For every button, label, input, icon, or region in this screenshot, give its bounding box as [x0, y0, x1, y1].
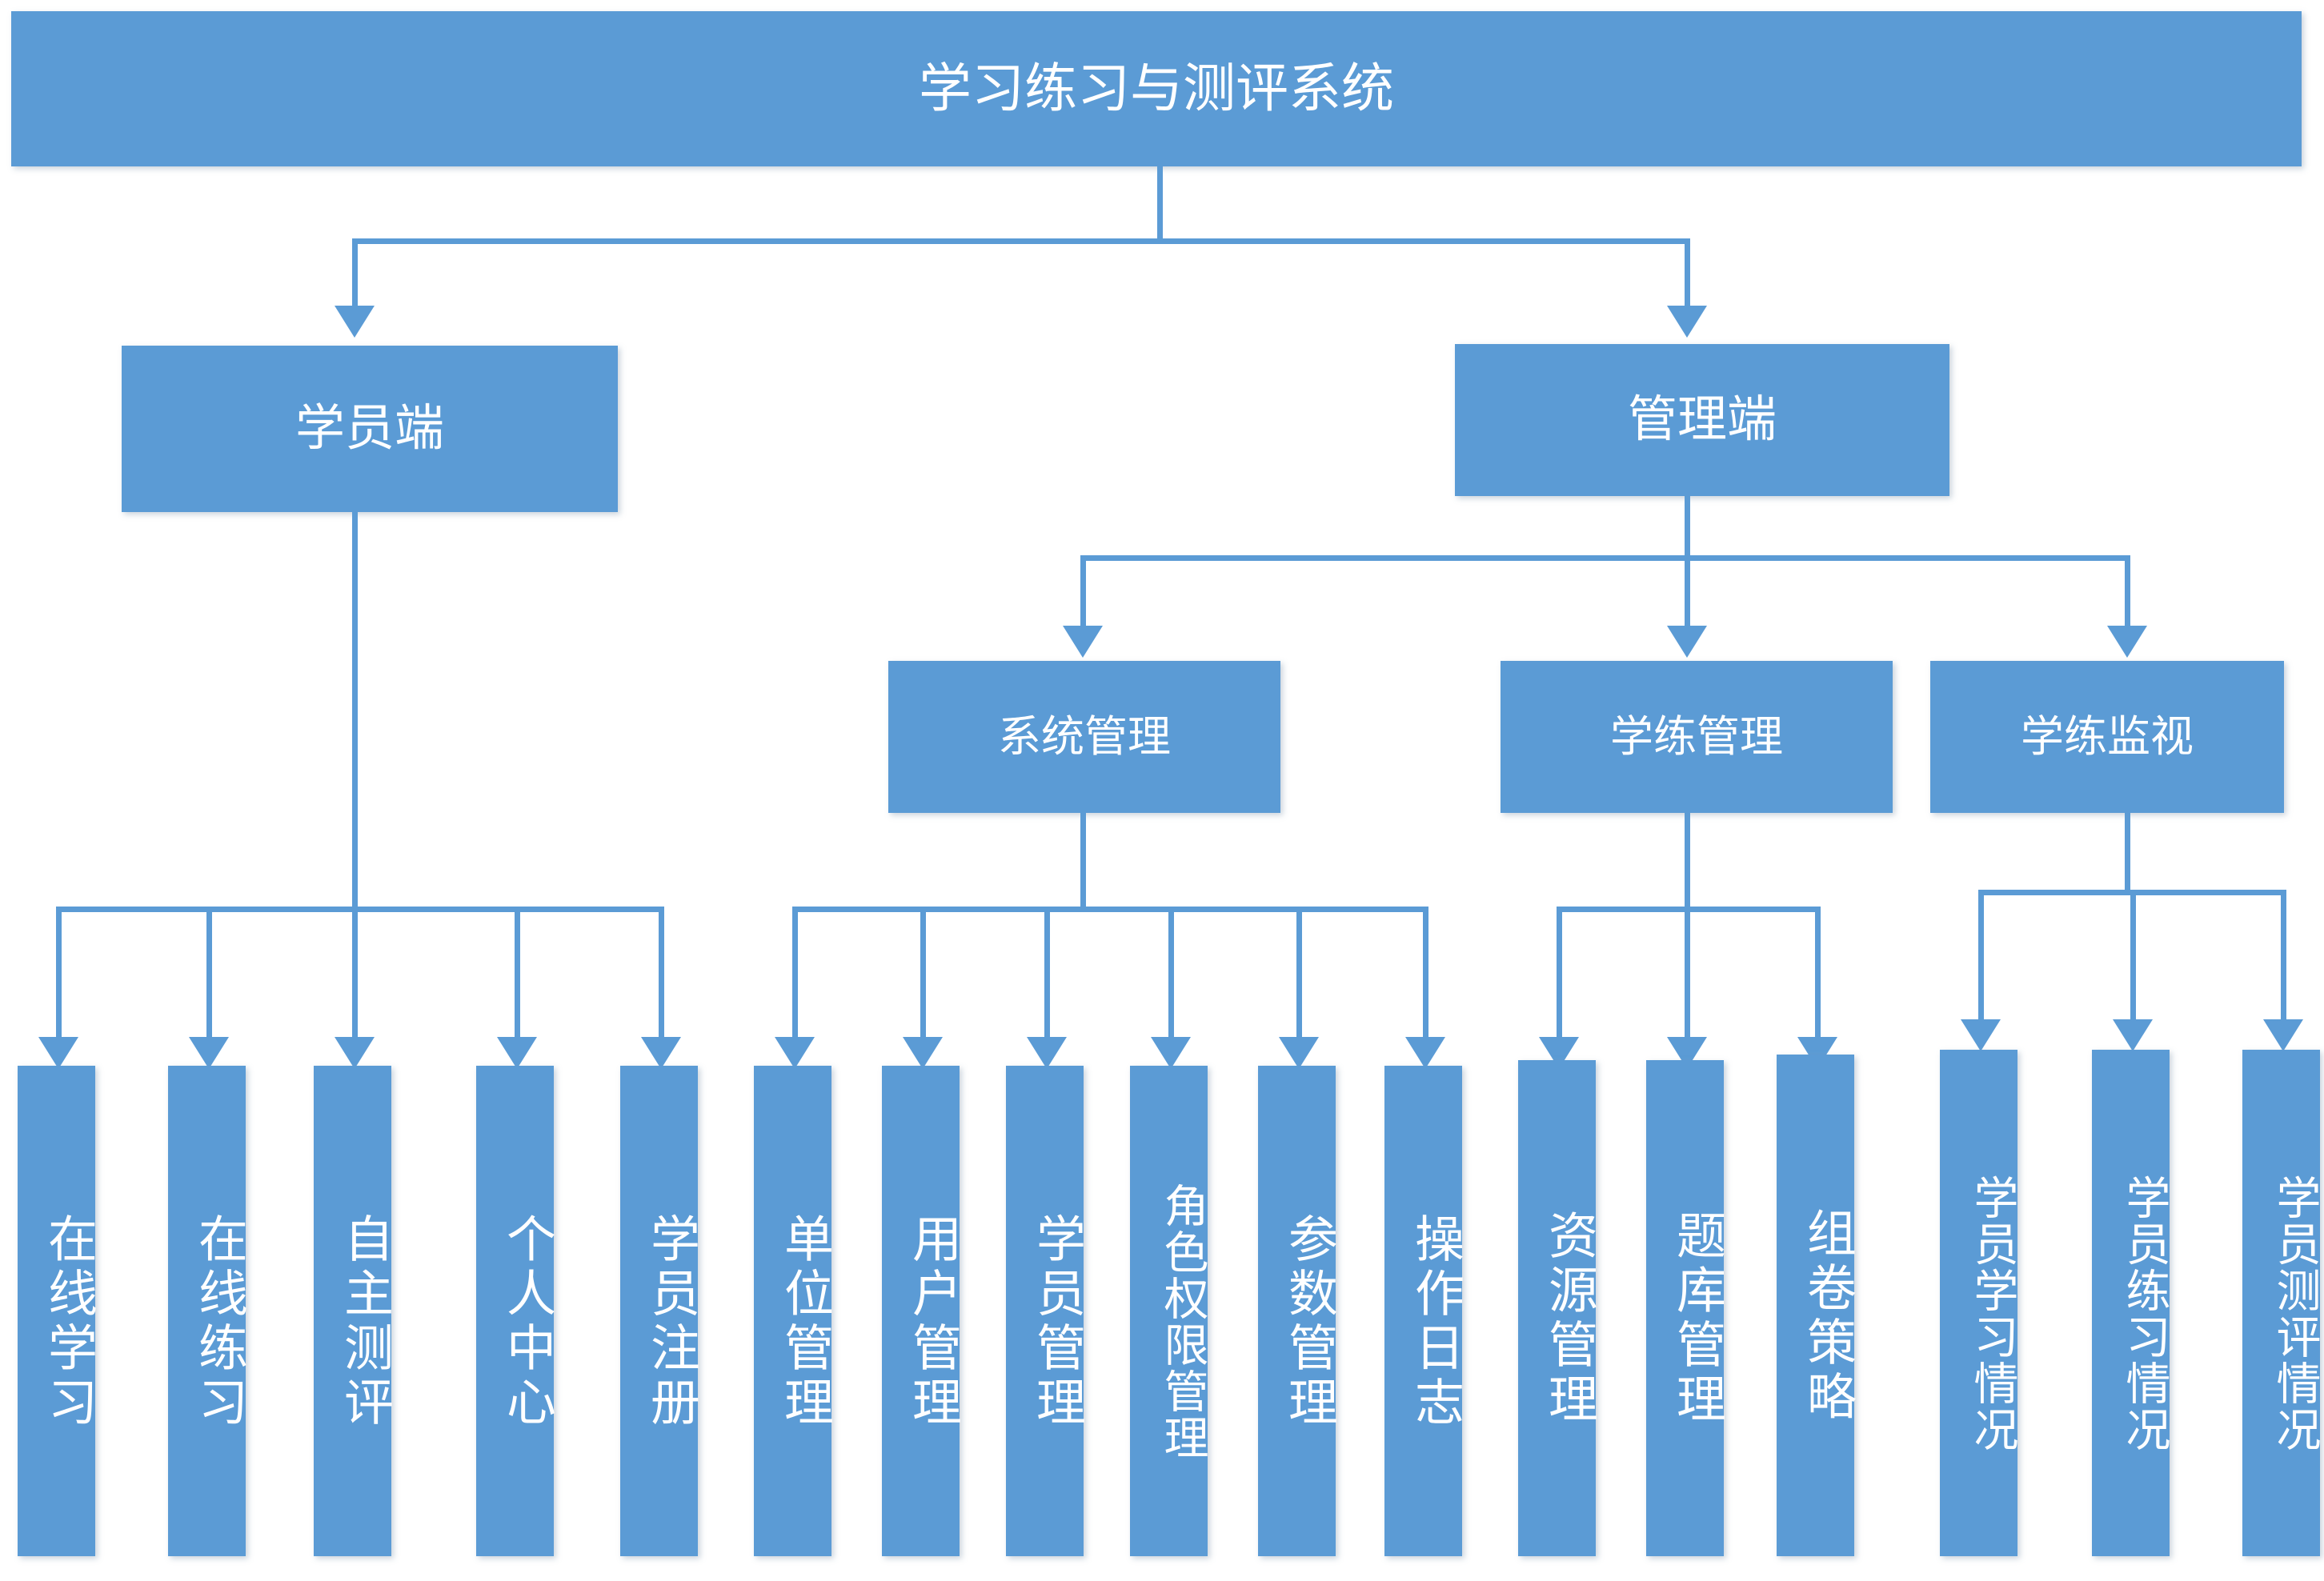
arrowhead-online-practice	[189, 1037, 229, 1069]
connector-learning-management-stem	[1685, 813, 1690, 912]
connector-drop-student-practice-status	[2130, 890, 2136, 1034]
connector-drop-self-assessment	[352, 907, 358, 1052]
connector-drop-online-study	[56, 907, 62, 1052]
leaf-online-study[interactable]: 在线学习	[18, 1066, 95, 1556]
connector-to-system-management	[1080, 555, 1086, 629]
arrowhead-personal-center	[497, 1037, 537, 1069]
arrowhead-student-management	[1027, 1037, 1067, 1069]
connector-learning-monitoring-stem	[2125, 813, 2130, 895]
arrowhead-student-assessment-status	[2263, 1019, 2303, 1051]
node-student-client[interactable]: 学员端	[122, 346, 618, 512]
arrowhead-student-client	[335, 306, 375, 338]
root-node-learning-practice-assessment-system[interactable]: 学习练习与测评系统	[11, 11, 2302, 166]
arrowhead-self-assessment	[335, 1037, 375, 1069]
connector-drop-paper-composition-strategy	[1815, 907, 1821, 1052]
node-learning-management[interactable]: 学练管理	[1501, 661, 1893, 813]
connector-to-admin-client	[1685, 238, 1690, 309]
leaf-parameter-management[interactable]: 参数管理	[1258, 1066, 1336, 1556]
connector-drop-question-bank-management	[1685, 907, 1690, 1052]
leaf-online-practice[interactable]: 在线练习	[168, 1066, 246, 1556]
arrowhead-operation-log	[1405, 1037, 1445, 1069]
arrowhead-learning-management	[1667, 626, 1707, 658]
leaf-student-management[interactable]: 学员管理	[1006, 1066, 1084, 1556]
leaf-personal-center[interactable]: 个人中心	[476, 1066, 554, 1556]
connector-drop-role-permission-management	[1168, 907, 1174, 1052]
arrowhead-unit-management	[775, 1037, 815, 1069]
arrowhead-role-permission-management	[1151, 1037, 1191, 1069]
connector-to-learning-management	[1685, 555, 1690, 629]
leaf-paper-composition-strategy[interactable]: 组卷策略	[1777, 1055, 1854, 1556]
arrowhead-admin-client	[1667, 306, 1707, 338]
connector-to-learning-monitoring	[2125, 555, 2130, 629]
connector-drop-online-practice	[206, 907, 212, 1052]
connector-leaf-bus-system-management	[792, 907, 1424, 912]
node-learning-monitoring[interactable]: 学练监视	[1930, 661, 2284, 813]
connector-drop-student-study-status	[1978, 890, 1984, 1034]
leaf-operation-log[interactable]: 操作日志	[1384, 1066, 1462, 1556]
arrowhead-online-study	[38, 1037, 78, 1069]
arrowhead-learning-monitoring	[2107, 626, 2147, 658]
connector-drop-user-management	[920, 907, 926, 1052]
connector-drop-student-assessment-status	[2281, 890, 2286, 1034]
leaf-question-bank-management[interactable]: 题库管理	[1646, 1060, 1724, 1556]
arrowhead-student-study-status	[1961, 1019, 2001, 1051]
connector-root-bus	[352, 238, 1690, 244]
node-system-management[interactable]: 系统管理	[888, 661, 1280, 813]
connector-to-student-client	[352, 238, 358, 309]
connector-drop-resource-management	[1557, 907, 1562, 1052]
arrowhead-student-practice-status	[2113, 1019, 2153, 1051]
arrowhead-user-management	[903, 1037, 943, 1069]
connector-level2-bus	[1080, 555, 2130, 561]
leaf-student-assessment-status[interactable]: 学员测评情况	[2242, 1050, 2321, 1556]
arrowhead-student-registration	[641, 1037, 681, 1069]
connector-drop-student-registration	[659, 907, 664, 1052]
connector-drop-personal-center	[515, 907, 520, 1052]
leaf-student-registration[interactable]: 学员注册	[620, 1066, 698, 1556]
connector-system-management-stem	[1080, 813, 1086, 912]
connector-drop-unit-management	[792, 907, 798, 1052]
connector-drop-operation-log	[1423, 907, 1428, 1052]
connector-drop-student-management	[1044, 907, 1050, 1052]
leaf-student-study-status[interactable]: 学员学习情况	[1940, 1050, 2018, 1556]
leaf-resource-management[interactable]: 资源管理	[1518, 1060, 1596, 1556]
leaf-student-practice-status[interactable]: 学员练习情况	[2092, 1050, 2170, 1556]
connector-leaf-bus-student-client	[56, 907, 664, 912]
arrowhead-system-management	[1063, 626, 1103, 658]
leaf-self-assessment[interactable]: 自主测评	[314, 1066, 391, 1556]
node-admin-client[interactable]: 管理端	[1455, 344, 1949, 496]
leaf-role-permission-management[interactable]: 角色权限管理	[1130, 1066, 1208, 1556]
leaf-unit-management[interactable]: 单位管理	[754, 1066, 831, 1556]
connector-admin-client-stem	[1685, 496, 1690, 560]
arrowhead-parameter-management	[1279, 1037, 1319, 1069]
connector-drop-parameter-management	[1296, 907, 1302, 1052]
connector-root-stem	[1157, 166, 1163, 243]
leaf-user-management[interactable]: 用户管理	[882, 1066, 960, 1556]
connector-student-client-stem	[352, 512, 358, 912]
